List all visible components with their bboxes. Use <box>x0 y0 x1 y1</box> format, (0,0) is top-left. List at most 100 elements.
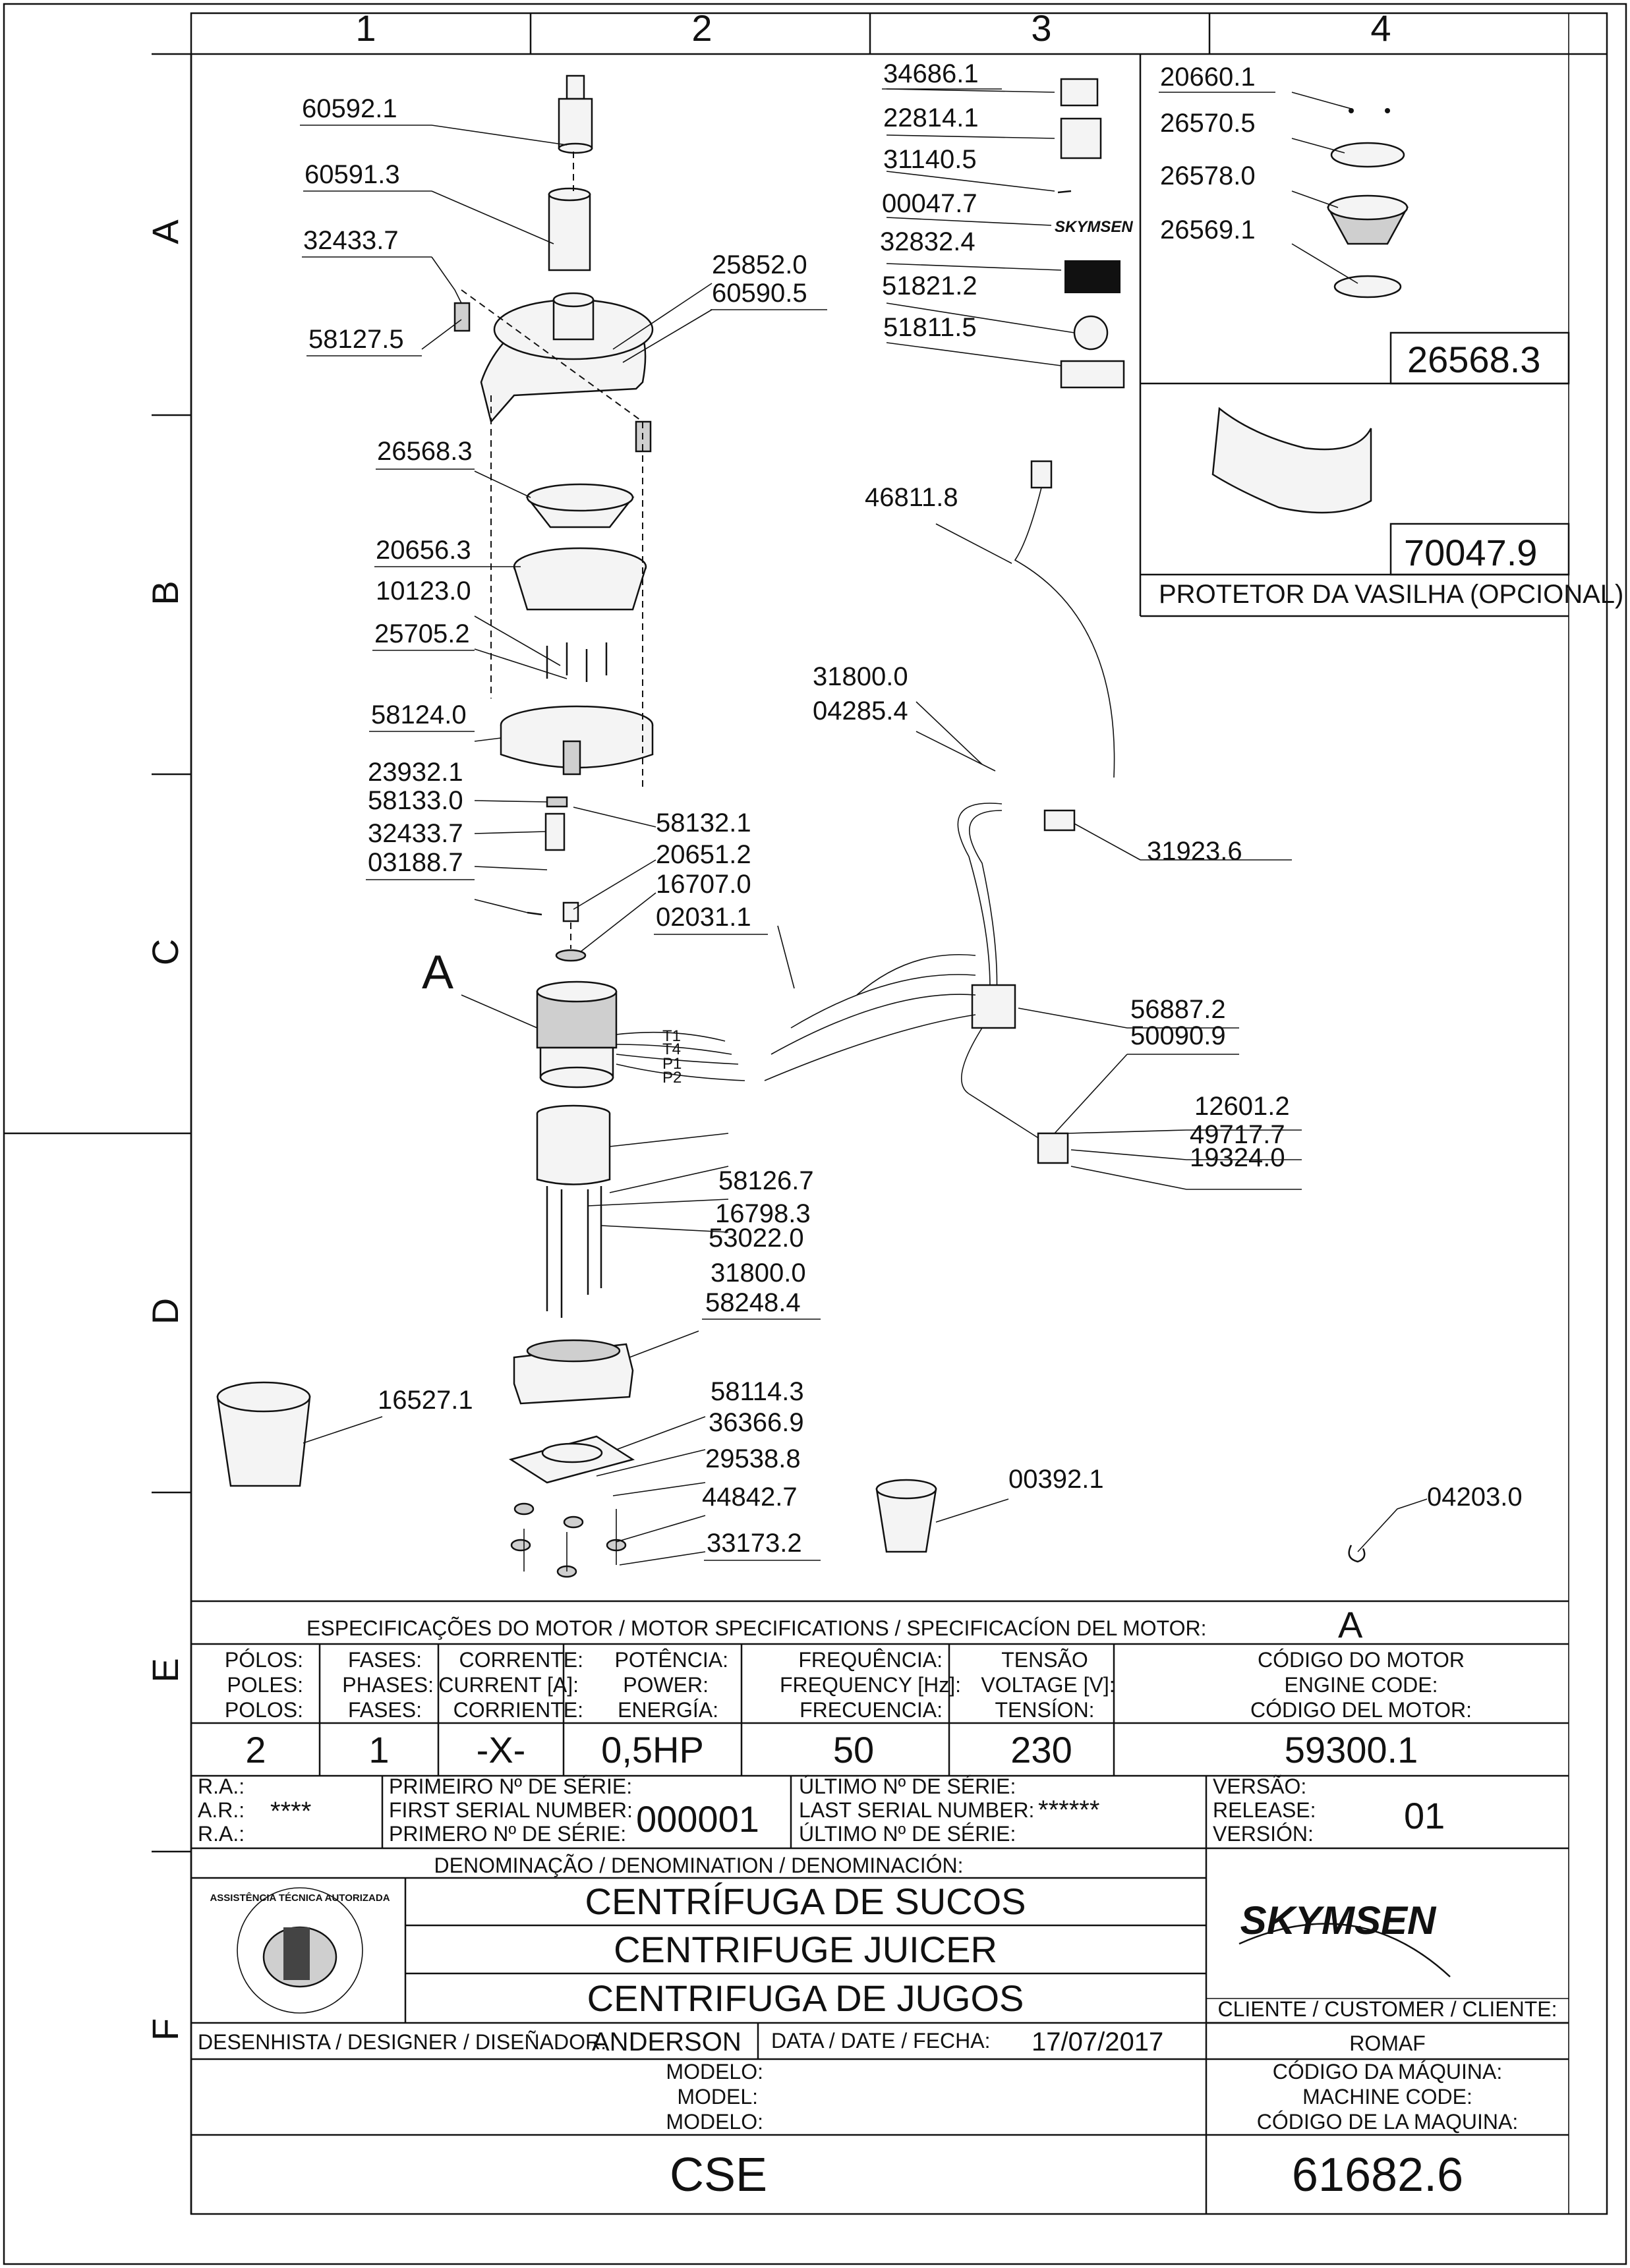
ra-value: **** <box>270 1797 311 1826</box>
inset-kit-code: 26568.3 <box>1407 339 1540 380</box>
ra-label: A.R.: <box>198 1798 245 1822</box>
part-label: 58124.0 <box>371 700 467 729</box>
part-label: 31923.6 <box>1147 837 1242 866</box>
wire-label-t4: T4 <box>662 1040 681 1058</box>
spec-hdr-voltage: VOLTAGE [V]: <box>981 1673 1115 1697</box>
stamp-text: ASSISTÊNCIA TÉCNICA AUTORIZADA <box>210 1892 390 1904</box>
spec-val-poles: 2 <box>245 1729 266 1771</box>
part-label: 02031.1 <box>656 903 751 932</box>
inset-guard-caption: PROTETOR DA VASILHA (OPCIONAL) <box>1159 580 1623 609</box>
wire-label-p1: P1 <box>662 1055 682 1073</box>
part-label: 03188.7 <box>368 848 463 877</box>
version-label: RELEASE: <box>1213 1798 1316 1822</box>
part-label: 25852.0 <box>712 250 807 279</box>
part-label: 31140.5 <box>883 145 977 174</box>
spec-hdr-motor-code: CÓDIGO DEL MOTOR: <box>1250 1698 1472 1722</box>
spec-val-current: -X- <box>477 1729 526 1771</box>
part-label: 04285.4 <box>813 696 908 725</box>
part-label: 10123.0 <box>376 577 471 606</box>
spec-hdr-phases: FASES: <box>348 1648 422 1672</box>
part-label: 44842.7 <box>702 1483 798 1512</box>
spec-hdr-frequency: FRECUENCIA: <box>800 1698 943 1722</box>
model-label: MODELO: <box>666 2110 763 2134</box>
spec-hdr-power: POTÊNCIA: <box>615 1648 728 1672</box>
machine-code-label: CÓDIGO DA MÁQUINA: <box>1273 2060 1502 2084</box>
part-label: 26570.5 <box>1160 109 1256 138</box>
alignment-lines <box>461 152 643 949</box>
part-label: 29538.8 <box>705 1444 801 1473</box>
spec-hdr-current: CORRENTE: <box>459 1648 583 1672</box>
part-label: 32832.4 <box>880 227 975 256</box>
machine-code-value: 61682.6 <box>1292 2149 1463 2201</box>
part-label: 32433.7 <box>368 819 463 848</box>
motor-ref-label: A <box>422 946 453 999</box>
model-value: CSE <box>670 2149 767 2201</box>
last-serial-label: ÚLTIMO Nº DE SÉRIE: <box>799 1774 1016 1798</box>
denomination-label: DENOMINAÇÃO / DENOMINATION / DENOMINACIÓ… <box>434 1854 964 1877</box>
spec-hdr-poles: POLES: <box>227 1673 303 1697</box>
part-label: 26578.0 <box>1160 161 1256 190</box>
wire-label-t1: T1 <box>662 1027 681 1045</box>
product-name-en: CENTRIFUGE JUICER <box>614 1929 997 1970</box>
date-value: 17/07/2017 <box>1032 2027 1163 2056</box>
assistance-stamp: ASSISTÊNCIA TÉCNICA AUTORIZADA <box>210 1887 390 2014</box>
part-label: 58127.5 <box>308 325 404 354</box>
ra-label: R.A.: <box>198 1774 245 1798</box>
sticker-brand-text: SKYMSEN <box>1055 218 1133 236</box>
product-name-pt: CENTRÍFUGA DE SUCOS <box>585 1881 1026 1922</box>
part-label: 50090.9 <box>1130 1021 1226 1050</box>
part-label: 46811.8 <box>865 483 958 512</box>
model-label: MODEL: <box>677 2085 758 2109</box>
part-label: 19324.0 <box>1190 1143 1285 1172</box>
part-label: 20656.3 <box>376 536 471 565</box>
spec-title: ESPECIFICAÇÕES DO MOTOR / MOTOR SPECIFIC… <box>306 1616 1207 1640</box>
spec-val-power: 0,5HP <box>601 1729 704 1771</box>
part-label: 51821.2 <box>882 271 977 300</box>
machine-code-label: MACHINE CODE: <box>1302 2085 1472 2109</box>
part-label: 49717.7 <box>1190 1120 1285 1149</box>
callout-leaders <box>303 88 1428 1566</box>
spec-hdr-poles: PÓLOS: <box>225 1648 303 1672</box>
spec-hdr-current: CURRENT [A]: <box>438 1673 579 1697</box>
part-label: 16798.3 <box>715 1199 811 1228</box>
title-block: DENOMINAÇÃO / DENOMINATION / DENOMINACIÓ… <box>191 1848 1569 2214</box>
spec-hdr-voltage: TENSÃO <box>1001 1648 1088 1672</box>
model-label: MODELO: <box>666 2060 763 2084</box>
inset-guard-code: 70047.9 <box>1404 532 1537 573</box>
brand-logo: SKYMSEN <box>1238 1898 1451 1977</box>
part-label: 58114.3 <box>711 1377 804 1406</box>
part-label: 31800.0 <box>711 1259 806 1288</box>
spec-hdr-voltage: TENSÍON: <box>995 1698 1094 1722</box>
spec-hdr-current: CORRIENTE: <box>453 1698 583 1722</box>
part-label: 60592.1 <box>302 94 397 123</box>
part-label: 16527.1 <box>378 1386 473 1415</box>
part-label: 32433.7 <box>303 226 399 255</box>
part-label: 56887.2 <box>1130 995 1226 1024</box>
date-label: DATA / DATE / FECHA: <box>771 2029 990 2053</box>
spec-hdr-power: POWER: <box>623 1673 709 1697</box>
part-label: 23932.1 <box>368 758 463 787</box>
part-label: 26569.1 <box>1160 215 1256 244</box>
last-serial-value: ****** <box>1038 1796 1099 1825</box>
spec-val-motor-code: 59300.1 <box>1285 1729 1418 1771</box>
part-label: 00047.7 <box>882 189 977 218</box>
ra-label: R.A.: <box>198 1822 245 1846</box>
spec-hdr-poles: POLOS: <box>225 1698 303 1722</box>
part-label: 04203.0 <box>1427 1483 1523 1512</box>
zone-row-f: F <box>144 2018 186 2041</box>
spec-hdr-motor-code: ENGINE CODE: <box>1285 1673 1438 1697</box>
motor-spec-table: ESPECIFICAÇÕES DO MOTOR / MOTOR SPECIFIC… <box>191 1600 1569 1777</box>
zone-row-a: A <box>144 219 186 244</box>
part-label: 12601.2 <box>1194 1092 1290 1121</box>
client-label: CLIENTE / CUSTOMER / CLIENTE: <box>1217 1997 1557 2021</box>
spec-hdr-frequency: FREQUÊNCIA: <box>798 1648 943 1672</box>
part-label: 34686.1 <box>883 59 979 88</box>
part-label: 58126.7 <box>718 1166 814 1195</box>
accessory-inset: 26568.3 70047.9 PROTETOR DA VASILHA (OPC… <box>1139 54 1623 617</box>
part-illustrations: SKYMSEN <box>216 74 1409 1578</box>
part-label: 00392.1 <box>1008 1465 1104 1494</box>
version-label: VERSÃO: <box>1213 1774 1306 1798</box>
part-label: 31800.0 <box>813 662 908 691</box>
spec-hdr-phases: PHASES: <box>342 1673 434 1697</box>
